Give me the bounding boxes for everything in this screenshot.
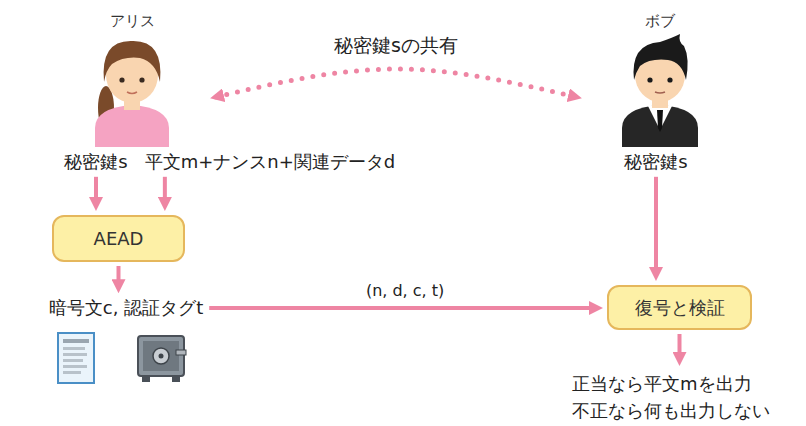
input-text: 平文m+ナンスn+関連データd [145, 151, 396, 173]
connector-arrow [163, 177, 167, 205]
output-text: 暗号文c, 認証タグt [49, 297, 203, 319]
connector-arrow [94, 177, 98, 205]
person: ボブ [612, 12, 707, 148]
edge-label: 秘密鍵sの共有 [330, 33, 462, 59]
node-text: アリス [85, 12, 180, 31]
process-box: AEAD [52, 215, 185, 262]
result-text: 正当なら平文mを出力不正なら何も出力しない [572, 370, 770, 424]
node-text: AEAD [94, 228, 144, 249]
key-text: 秘密鍵s [64, 151, 127, 173]
key-text: 秘密鍵s [624, 151, 687, 173]
bob-figure [622, 34, 698, 147]
dotted-arrow [216, 69, 576, 97]
alice-figure [95, 41, 169, 147]
node-text: 秘密鍵s [64, 151, 127, 173]
node-text: 正当なら平文mを出力 [572, 370, 770, 397]
node-text: 不正なら何も出力しない [572, 397, 770, 424]
connector-arrow [678, 334, 682, 360]
connector-arrow [117, 266, 121, 287]
safe-icon [138, 336, 186, 382]
process-box: 復号と検証 [607, 285, 752, 330]
document-icon [58, 333, 94, 383]
edge-label: (n, d, c, t) [362, 281, 448, 300]
connector-arrow [209, 306, 597, 310]
node-text: 秘密鍵s [624, 151, 687, 173]
connector-arrow [654, 177, 658, 275]
person: アリス [85, 12, 180, 148]
node-text: 平文m+ナンスn+関連データd [145, 151, 396, 173]
node-text: ボブ [612, 12, 707, 31]
node-text: 復号と検証 [635, 296, 725, 320]
node-text: 暗号文c, 認証タグt [49, 297, 203, 319]
